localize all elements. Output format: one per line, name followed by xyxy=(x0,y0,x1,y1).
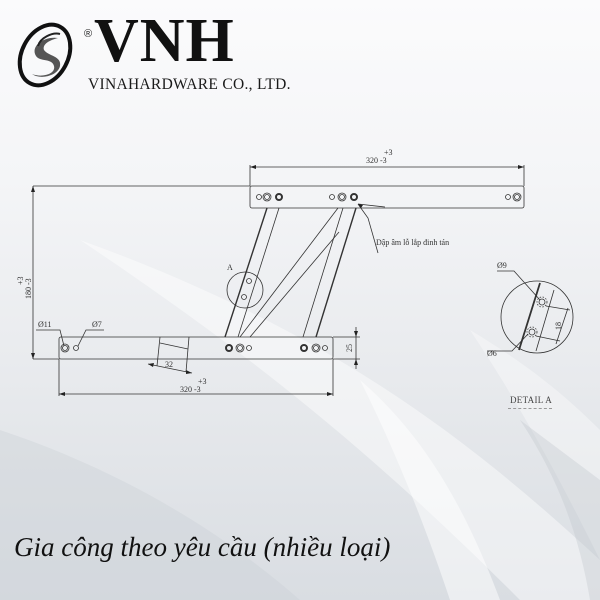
height-tol-plus: +3 xyxy=(16,276,25,285)
hole-small-label: Ø7 xyxy=(92,320,102,329)
brand-name: VNH xyxy=(94,7,235,75)
detail-hole-large-label: Ø9 xyxy=(497,261,507,270)
registered-mark: ® xyxy=(84,28,93,40)
detail-a-label: DETAIL A xyxy=(510,395,553,405)
top-length-label: 320 -3 xyxy=(366,156,387,165)
detail-a-underline xyxy=(508,408,552,409)
hole-large-label: Ø11 xyxy=(38,320,51,329)
bottom-length-label: 320 -3 xyxy=(180,385,201,394)
rivet-note: Dập âm lỗ lắp đinh tán xyxy=(376,238,449,247)
vnh-emblem-icon xyxy=(17,22,73,88)
detail-hole-small-label: Ø6 xyxy=(487,349,497,358)
bar-width-label: 25 xyxy=(345,344,354,352)
detail-spacing-label: 18 xyxy=(554,322,563,330)
height-label: 180 -3 xyxy=(24,278,33,299)
top-bar xyxy=(249,185,525,209)
bottom-length-tol-plus: +3 xyxy=(198,377,207,386)
caption: Gia công theo yêu cầu (nhiều loại) xyxy=(14,532,391,562)
bottom-bar xyxy=(58,336,334,360)
company-name: VINAHARDWARE CO., LTD. xyxy=(88,76,291,93)
top-length-tol-plus: +3 xyxy=(384,148,393,157)
company-logo: ® VNH VINAHARDWARE CO., LTD. xyxy=(14,10,290,93)
detail-callout-label: A xyxy=(227,263,233,272)
slot-spacing-label: 32 xyxy=(165,360,173,369)
